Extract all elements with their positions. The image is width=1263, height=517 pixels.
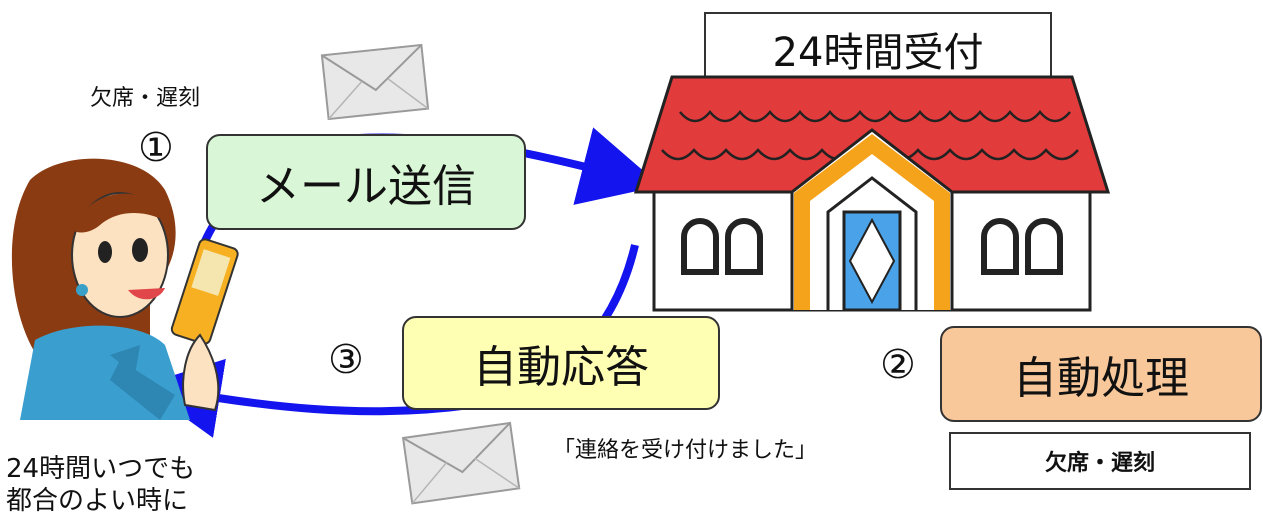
auto-reply-label: 自動応答 xyxy=(473,342,649,393)
auto-reply-message: 「連絡を受け付けました」 xyxy=(553,438,818,463)
envelope-icon xyxy=(320,43,430,121)
step-2-number: ② xyxy=(880,342,916,388)
auto-process-box: 自動処理 xyxy=(940,326,1262,422)
reception-sign-label: 24時間受付 xyxy=(772,30,984,76)
send-mail-box: メール送信 xyxy=(206,134,526,230)
absence-lateness-note: 欠席・遅刻 xyxy=(90,86,201,111)
send-mail-label: メール送信 xyxy=(256,161,476,212)
absence-lateness-box: 欠席・遅刻 xyxy=(949,432,1251,490)
auto-process-label: 自動処理 xyxy=(1013,353,1189,404)
step-1-number: ① xyxy=(138,125,174,171)
house-icon xyxy=(633,75,1111,312)
envelope-icon xyxy=(401,421,521,505)
step-3-number: ③ xyxy=(328,337,364,383)
auto-reply-box: 自動応答 xyxy=(402,316,720,410)
woman-with-phone-icon xyxy=(11,158,239,420)
caption-line-1: 24時間いつでも xyxy=(6,454,196,484)
absence-lateness-label: 欠席・遅刻 xyxy=(1044,451,1155,476)
caption-line-2: 都合のよい時に xyxy=(6,486,189,516)
